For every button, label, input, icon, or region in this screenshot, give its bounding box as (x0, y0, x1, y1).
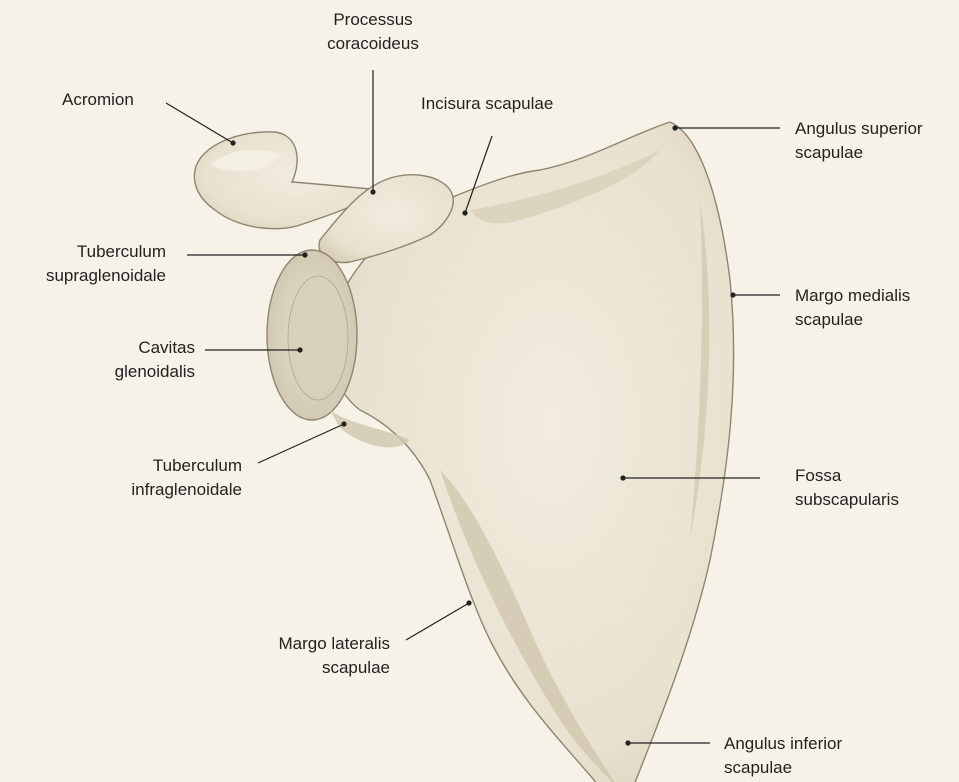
label-incisura-scapulae-line-1: Incisura scapulae (421, 92, 553, 116)
label-fossa-subscapularis: Fossa subscapularis (795, 464, 899, 512)
label-margo-medialis-line-1: Margo medialis (795, 284, 910, 308)
label-angulus-inferior-line-2: scapulae (724, 756, 842, 780)
glenoid-inner (288, 276, 348, 400)
label-tuberculum-supraglenoidale: Tuberculum supraglenoidale (6, 240, 166, 288)
leader-margo-lateralis (406, 603, 469, 640)
leader-acromion (166, 103, 233, 143)
label-angulus-inferior-line-1: Angulus inferior (724, 732, 842, 756)
label-processus-coracoideus-line-2: coracoideus (311, 32, 435, 56)
label-fossa-subscapularis-line-1: Fossa (795, 464, 899, 488)
label-tuberculum-supraglenoidale-line-1: Tuberculum (6, 240, 166, 264)
dot-margo-lateralis (466, 600, 471, 605)
dot-margo-medialis (730, 292, 735, 297)
dot-cavitas-glenoidalis (297, 347, 302, 352)
label-margo-lateralis-scapulae: Margo lateralis scapulae (240, 632, 390, 680)
label-cavitas-glenoidalis-line-1: Cavitas (90, 336, 195, 360)
label-tuberculum-infraglenoidale: Tuberculum infraglenoidale (110, 454, 242, 502)
dot-angulus-superior (672, 125, 677, 130)
label-angulus-inferior-scapulae: Angulus inferior scapulae (724, 732, 842, 780)
label-cavitas-glenoidalis: Cavitas glenoidalis (90, 336, 195, 384)
label-cavitas-glenoidalis-line-2: glenoidalis (90, 360, 195, 384)
label-acromion-line-1: Acromion (62, 88, 134, 112)
dot-acromion (230, 140, 235, 145)
label-margo-lateralis-line-1: Margo lateralis (240, 632, 390, 656)
leader-tuberculum-infraglenoidale (258, 424, 344, 463)
dot-angulus-inferior (625, 740, 630, 745)
label-angulus-superior-line-2: scapulae (795, 141, 923, 165)
label-tuberculum-infraglenoidale-line-2: infraglenoidale (110, 478, 242, 502)
label-processus-coracoideus-line-1: Processus (311, 8, 435, 32)
dot-processus-coracoideus (370, 189, 375, 194)
label-margo-lateralis-line-2: scapulae (240, 656, 390, 680)
label-tuberculum-supraglenoidale-line-2: supraglenoidale (6, 264, 166, 288)
label-margo-medialis-scapulae: Margo medialis scapulae (795, 284, 910, 332)
label-angulus-superior-line-1: Angulus superior (795, 117, 923, 141)
label-processus-coracoideus: Processus coracoideus (311, 8, 435, 56)
label-angulus-superior-scapulae: Angulus superior scapulae (795, 117, 923, 165)
dot-tuberculum-infraglenoidale (341, 421, 346, 426)
dot-fossa-subscapularis (620, 475, 625, 480)
dot-tuberculum-supraglenoidale (302, 252, 307, 257)
label-tuberculum-infraglenoidale-line-1: Tuberculum (110, 454, 242, 478)
label-fossa-subscapularis-line-2: subscapularis (795, 488, 899, 512)
dot-incisura-scapulae (462, 210, 467, 215)
label-acromion: Acromion (62, 88, 134, 112)
label-margo-medialis-line-2: scapulae (795, 308, 910, 332)
label-incisura-scapulae: Incisura scapulae (421, 92, 553, 116)
